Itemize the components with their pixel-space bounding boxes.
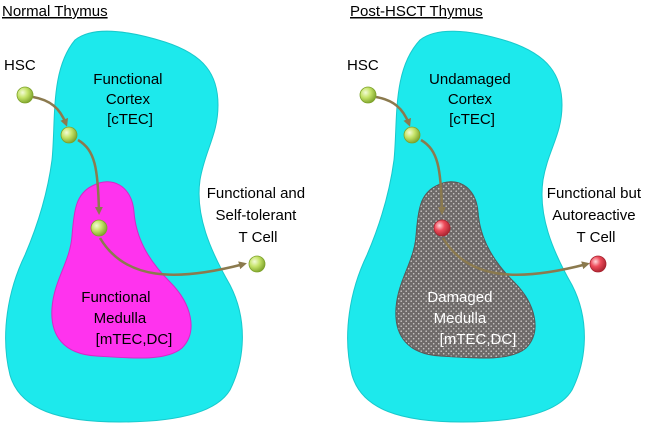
arrow-hsc-to-cortex-post-hsct [375,95,411,127]
left-panel: Normal Thymus Functional Cortex [cTEC] F… [2,3,310,423]
arrow-medulla-to-tcell-post-hsct [441,237,590,276]
right-panel: Post-HSCT Thymus Undamaged Cortex [cTEC]… [347,3,645,423]
cortex-label-post-hsct: Undamaged Cortex [cTEC] [429,71,515,128]
arrow-hsc-to-cortex-normal [32,95,68,127]
hsc-cell-post-hsct [359,86,377,104]
tcell-normal [248,255,266,273]
medulla-normal [51,181,192,359]
hsc-label-normal: HSC [4,57,36,74]
medulla-cell-normal [90,219,108,237]
cortex-cell-normal [60,126,78,144]
arrow-medulla-to-tcell-normal [98,237,247,276]
hsc-label-post-hsct: HSC [347,57,379,74]
medulla-label-post-hsct: Damaged Medulla [mTEC,DC] [427,289,516,348]
cortex-cell-post-hsct [403,126,421,144]
left-panel-title: Normal Thymus [2,3,108,20]
medulla-label-normal: Functional Medulla [mTEC,DC] [81,289,172,348]
tcell-label-post-hsct: Functional but Autoreactive T Cell [547,185,645,246]
tcell-label-normal: Functional and Self-tolerant T Cell [207,185,310,246]
right-panel-title: Post-HSCT Thymus [350,3,483,20]
arrow-cortex-to-medulla-normal [77,138,103,215]
hsc-cell-normal [16,86,34,104]
medulla-cell-post-hsct [433,219,451,237]
cortex-label-normal: Functional Cortex [cTEC] [93,71,166,128]
arrow-cortex-to-medulla-post-hsct [420,138,446,215]
medulla-damaged [395,181,536,359]
tcell-post-hsct [589,255,607,273]
